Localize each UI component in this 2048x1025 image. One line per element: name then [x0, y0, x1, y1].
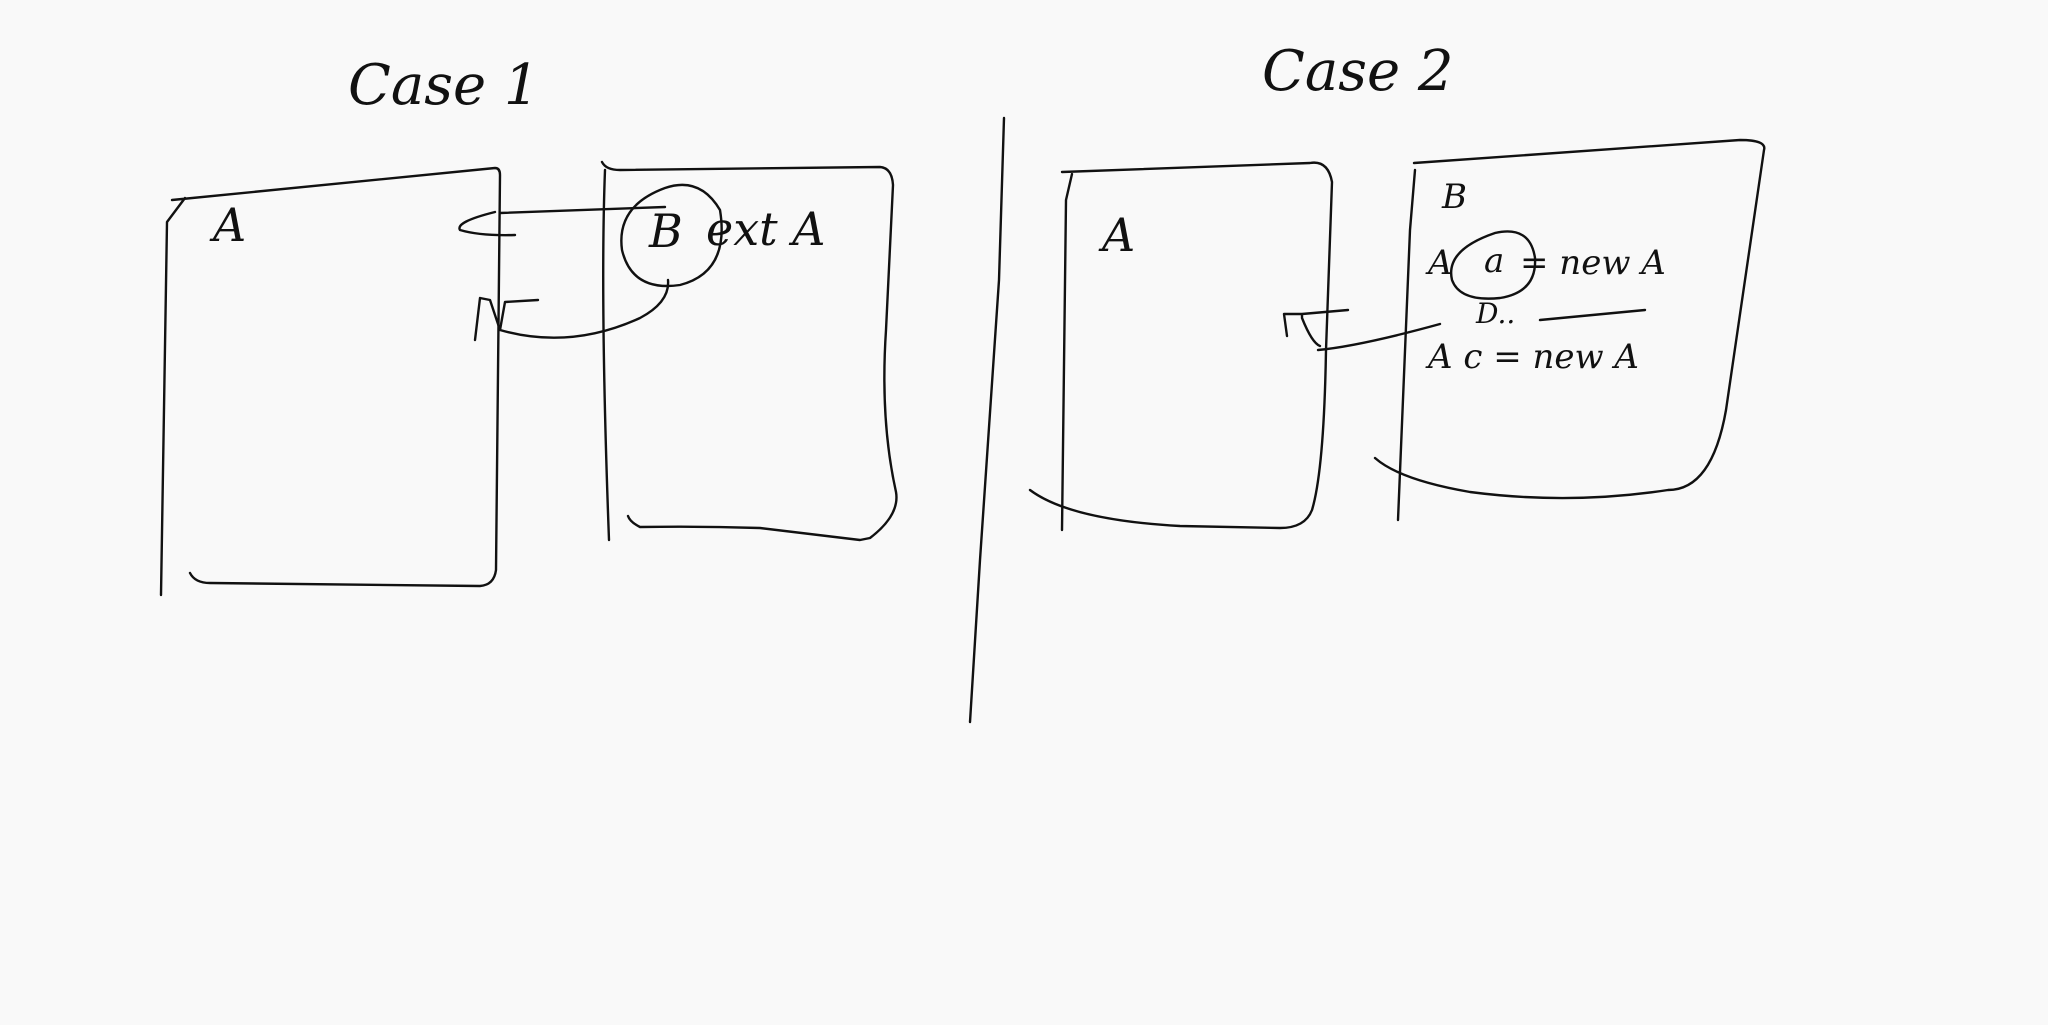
case2-line1-var: a: [1484, 241, 1505, 281]
case1-diagram: [159, 160, 898, 597]
case2-reference-arrow: [1282, 308, 1442, 352]
case1-box-a-label: A: [213, 198, 247, 252]
case2-line1-class: A: [1428, 243, 1453, 283]
case1-title: Case 1: [348, 53, 540, 118]
case2-box-b-letter: B: [1442, 177, 1467, 217]
case1-reference-arrow: [458, 205, 670, 342]
case2-title: Case 2: [1262, 39, 1454, 104]
case-divider: [968, 116, 1006, 724]
case2-box-a: [1028, 161, 1334, 532]
case2-box-a-label: A: [1102, 208, 1136, 262]
case2-line1-rest: = new A: [1520, 243, 1666, 283]
case1-box-b-letter: B: [649, 204, 683, 258]
case1-circle: [620, 183, 723, 288]
case2-circle: [1449, 230, 1537, 300]
case2-box-b: [1373, 138, 1766, 522]
case2-diagram: [1028, 138, 1766, 532]
case2-line2: A c = new A: [1428, 337, 1639, 377]
case1-box-b-text: ext A: [706, 202, 826, 256]
case1-box-a: [159, 166, 502, 597]
case2-dash-line: [1538, 308, 1647, 322]
case2-dots: D..: [1476, 297, 1516, 330]
case1-box-b: [600, 160, 898, 542]
